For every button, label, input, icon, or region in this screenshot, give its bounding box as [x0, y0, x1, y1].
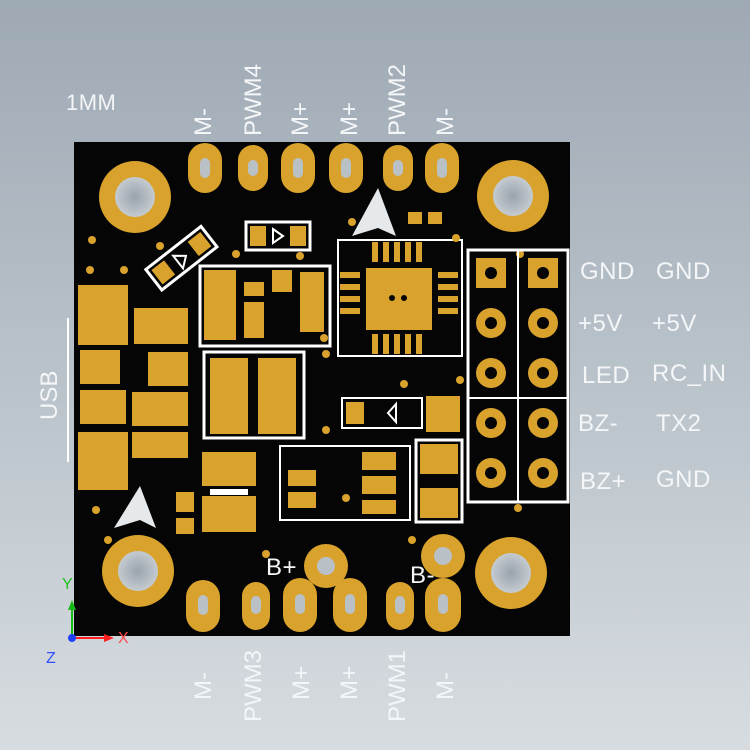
top-pad-label-1: M-: [190, 108, 217, 136]
bottom-pad-label-5: PWM1: [384, 650, 411, 722]
top-pad-label-4: M+: [336, 101, 363, 136]
header-right-label-2: +5V: [652, 310, 697, 337]
battery-pads: [304, 534, 465, 588]
scale-label: 1MM: [66, 90, 117, 115]
battery-negative-label: B-: [410, 562, 435, 589]
axis-triad: [68, 600, 114, 642]
usb-pads: [67, 285, 188, 490]
top-pad-label-3: M+: [287, 101, 314, 136]
header-left-label-2: +5V: [578, 310, 623, 337]
header-left-label-3: LED: [582, 362, 631, 389]
axis-x-label: X: [118, 630, 129, 647]
axis-z-label: Z: [46, 650, 56, 667]
bottom-pad-label-1: M-: [190, 672, 217, 700]
axis-y-label: Y: [62, 576, 73, 593]
mounting-holes: [99, 160, 549, 609]
components: [86, 188, 524, 558]
header-left-label-5: BZ+: [580, 468, 627, 495]
top-pad-label-6: M-: [432, 108, 459, 136]
pin-header: [466, 248, 570, 504]
usb-label: USB: [36, 370, 63, 420]
header-left-label-4: BZ-: [578, 410, 619, 437]
header-right-label-1: GND: [656, 258, 711, 285]
bottom-pad-label-3: M+: [288, 665, 315, 700]
top-pad-label-2: PWM4: [240, 64, 267, 136]
header-left-label-1: GND: [580, 258, 635, 285]
top-pad-label-5: PWM2: [384, 64, 411, 136]
bottom-motor-pads: [186, 578, 461, 632]
bottom-pad-label-6: M-: [432, 672, 459, 700]
header-right-label-5: GND: [656, 466, 711, 493]
top-motor-pads: [188, 143, 459, 193]
header-right-label-4: TX2: [656, 410, 702, 437]
bottom-pad-label-2: PWM3: [240, 650, 267, 722]
bottom-pad-label-4: M+: [336, 665, 363, 700]
header-right-label-3: RC_IN: [652, 360, 727, 387]
battery-positive-label: B+: [266, 554, 298, 581]
